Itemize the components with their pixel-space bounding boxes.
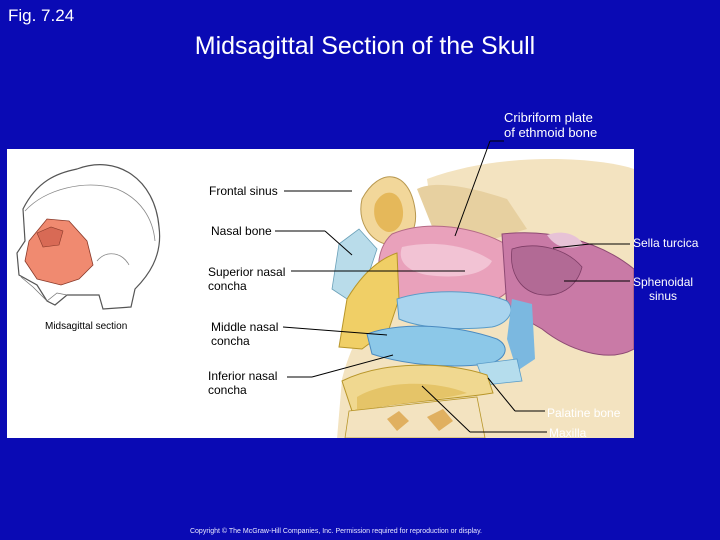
inset-caption: Midsagittal section [45, 321, 128, 332]
label-maxilla: Maxilla [549, 426, 587, 440]
label-sella-turcica: Sella turcica [633, 236, 699, 250]
page-title: Midsagittal Section of the Skull [194, 32, 536, 60]
illustration-panel: Midsagittal section Frontal sinus Nasal … [7, 149, 634, 438]
label-middle-nasal-concha: Middle nasal concha [211, 320, 279, 348]
section-drawing [331, 159, 634, 438]
copyright-notice: Copyright © The McGraw-Hill Companies, I… [189, 528, 482, 535]
label-sphenoidal-sinus: Sphenoidal sinus [633, 275, 694, 303]
label-cribriform-plate: Cribriform plate of ethmoid bone [504, 110, 598, 140]
label-frontal-sinus: Frontal sinus [209, 184, 278, 198]
label-palatine-bone: Palatine bone [547, 406, 621, 420]
label-nasal-bone: Nasal bone [211, 224, 272, 238]
label-inferior-nasal-concha: Inferior nasal concha [208, 369, 278, 397]
figure-number: Fig. 7.24 [8, 6, 75, 25]
label-superior-nasal-concha: Superior nasal concha [208, 265, 286, 293]
panel-leader-lines [275, 190, 465, 378]
skull-inset-drawing [16, 164, 161, 310]
skull-illustration [16, 159, 634, 438]
